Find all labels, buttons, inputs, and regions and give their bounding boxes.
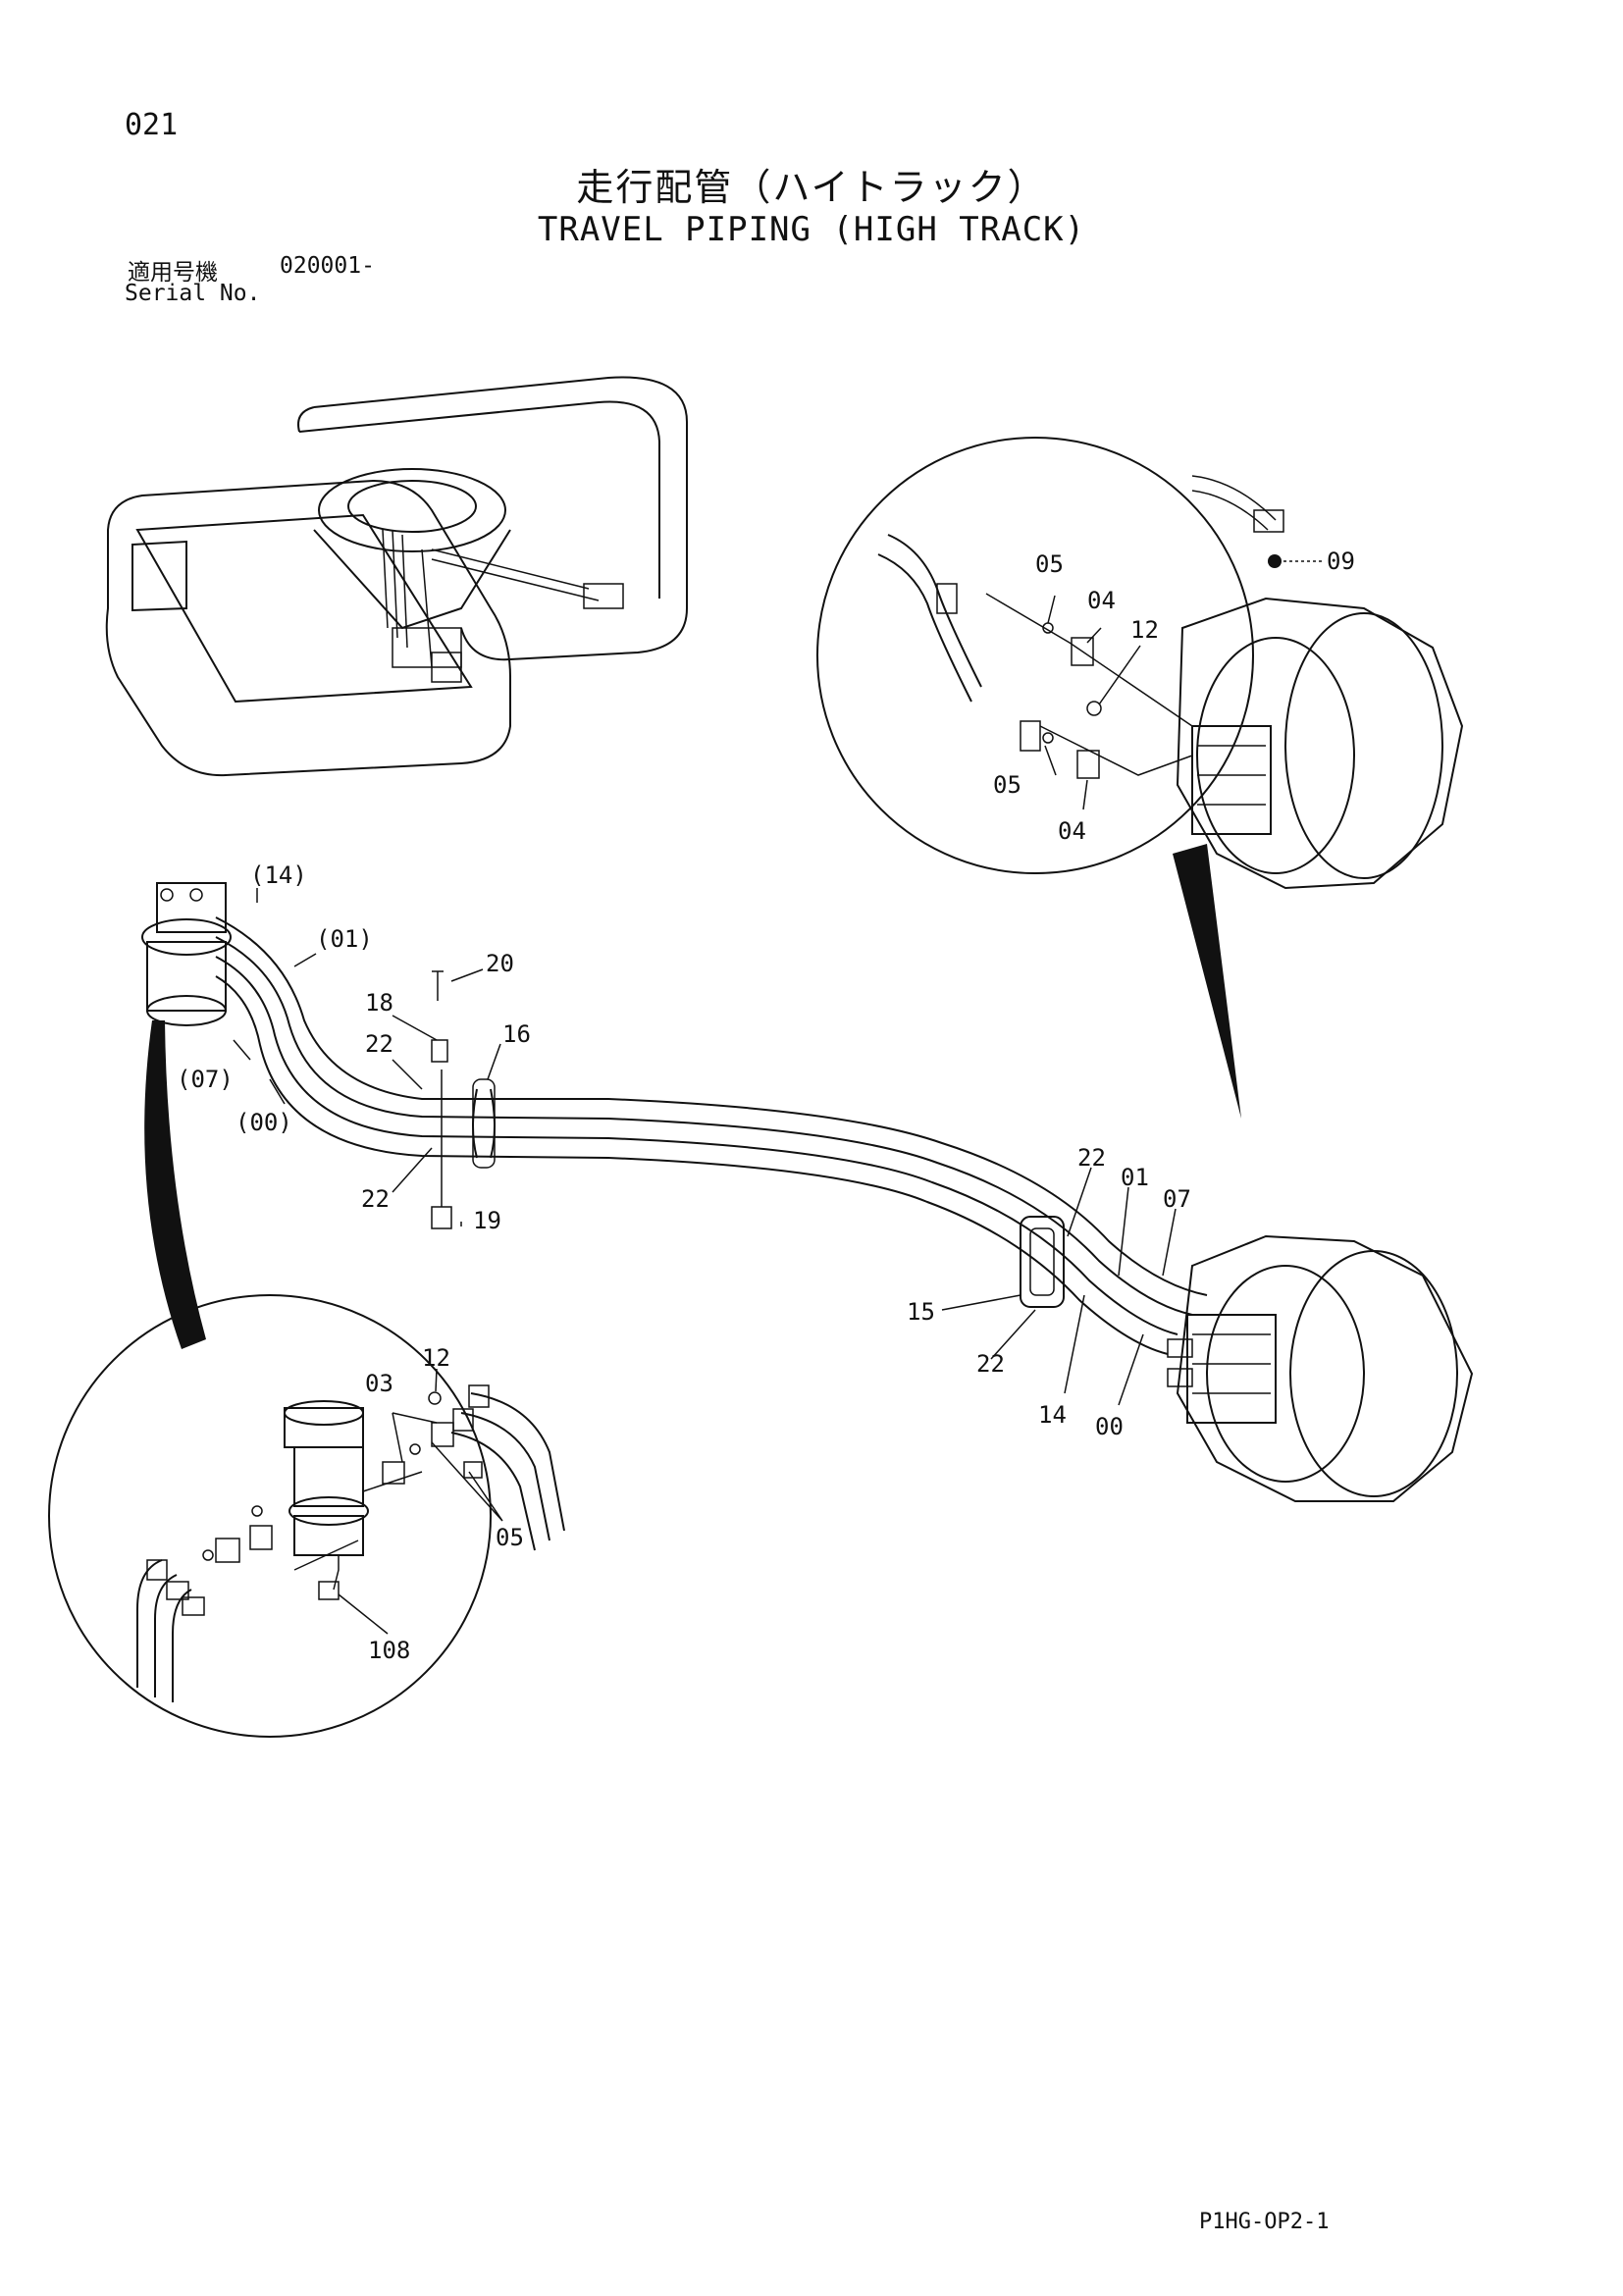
callout-01p: (01) xyxy=(316,925,373,953)
callout-14p: (14) xyxy=(250,861,307,889)
callout-22c: 22 xyxy=(1077,1144,1106,1172)
page-title-jp: 走行配管（ハイトラック） xyxy=(576,166,1047,209)
callout-tr-05a: 05 xyxy=(1035,550,1064,578)
callout-01: 01 xyxy=(1121,1164,1149,1191)
callout-bl-05: 05 xyxy=(496,1524,524,1551)
serial-label-en: Serial No. xyxy=(125,281,261,306)
callout-16: 16 xyxy=(502,1020,531,1048)
callout-22b: 22 xyxy=(361,1185,390,1213)
callout-22d: 22 xyxy=(976,1350,1005,1378)
detail-circle-bottom-left xyxy=(48,1020,565,1738)
callout-tr-09: 09 xyxy=(1327,548,1355,575)
callout-18: 18 xyxy=(365,989,393,1017)
page-number: 021 xyxy=(125,108,179,142)
undercarriage-overview xyxy=(105,376,688,777)
callout-bl-03: 03 xyxy=(365,1370,393,1397)
callout-tr-04a: 04 xyxy=(1087,587,1116,614)
callout-15: 15 xyxy=(907,1298,935,1326)
callout-bl-12: 12 xyxy=(422,1344,450,1372)
callout-tr-05b: 05 xyxy=(993,771,1021,799)
callout-22a: 22 xyxy=(365,1030,393,1058)
callout-19: 19 xyxy=(473,1207,501,1234)
callout-00p: (00) xyxy=(236,1109,292,1136)
callout-14: 14 xyxy=(1038,1401,1067,1429)
main-hose-run xyxy=(141,882,1208,1355)
callout-leaders xyxy=(233,560,1325,1635)
callout-20: 20 xyxy=(486,950,514,977)
callout-labels: (14) (01) (07) (00) 20 18 22 16 22 19 22… xyxy=(177,548,1355,1664)
serial-value: 020001- xyxy=(280,253,375,279)
callout-00: 00 xyxy=(1095,1413,1124,1440)
callout-07p: (07) xyxy=(177,1066,234,1093)
travel-motor-right xyxy=(1167,1234,1474,1502)
callout-07: 07 xyxy=(1163,1185,1191,1213)
serial-label-jp: 適用号機 xyxy=(128,260,218,286)
callout-bl-108: 108 xyxy=(368,1637,410,1664)
callout-tr-04b: 04 xyxy=(1058,817,1086,845)
detail-circle-top-right xyxy=(816,437,1464,1119)
page-title-en: TRAVEL PIPING (HIGH TRACK) xyxy=(537,210,1086,249)
page-code: P1HG-OP2-1 xyxy=(1199,2210,1330,2234)
callout-tr-12: 12 xyxy=(1130,616,1159,644)
